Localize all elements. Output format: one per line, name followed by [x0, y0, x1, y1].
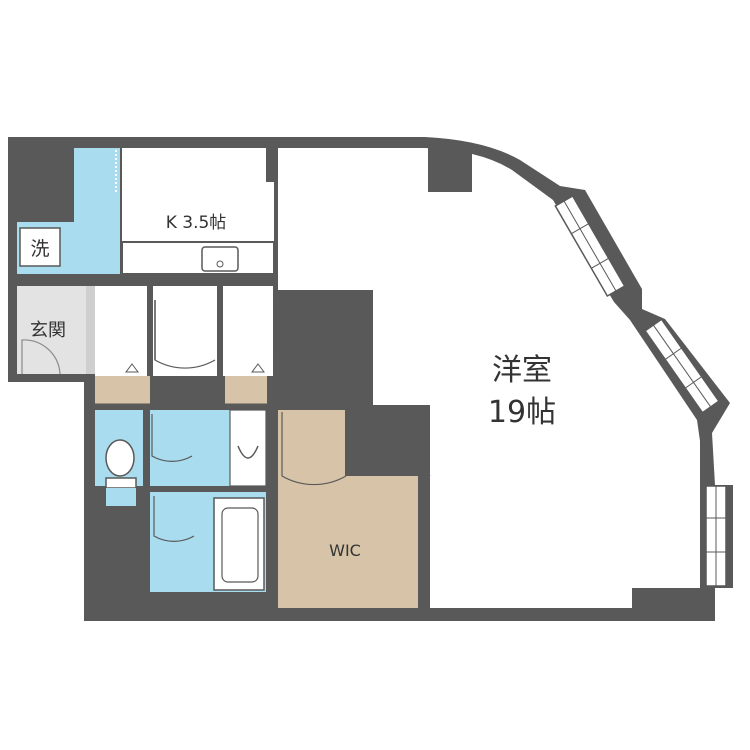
washer-space [19, 227, 61, 267]
toilet-tank-icon [105, 477, 137, 489]
hallway-floor [95, 286, 273, 376]
wic-floor [278, 410, 418, 608]
corner-column [428, 148, 472, 192]
entrance-label: 玄関 [30, 320, 66, 341]
kitchen-label: K 3.5帖 [166, 213, 227, 233]
window-right [705, 485, 727, 587]
storage-shelf-2 [225, 376, 267, 404]
basin-icon [237, 445, 259, 459]
wic-label: WIC [329, 541, 361, 560]
wic-diagonal-wall [372, 409, 431, 477]
toilet-base [106, 488, 136, 506]
arrow-up-icon [251, 363, 265, 373]
window-middle [644, 318, 720, 414]
hall-door-swing-1 [154, 300, 216, 369]
entrance-step [86, 286, 95, 374]
kitchen-counter [121, 241, 275, 275]
laundry-label: 洗 [30, 238, 49, 260]
room-door-swing [275, 300, 329, 360]
bath-door-swing [153, 496, 195, 542]
basin-counter [229, 409, 267, 487]
window-upper [554, 194, 626, 298]
bathtub-inner [221, 507, 259, 583]
arrow-up-icon [125, 363, 139, 373]
storage-shelf-1 [95, 376, 150, 404]
western-room-floor [278, 148, 700, 608]
kitchen-wall-stub [266, 148, 276, 182]
laundry-area [74, 148, 120, 274]
washroom-door-swing [151, 414, 193, 462]
western-room-name: 洋室 [492, 353, 552, 388]
western-room-size: 19帖 [488, 395, 556, 430]
sink-drain-icon [216, 260, 224, 268]
kitchen-sink [201, 246, 239, 272]
entrance-door-swing [21, 339, 61, 375]
wic-door-swing [281, 412, 347, 486]
toilet-bowl-icon [105, 439, 135, 477]
